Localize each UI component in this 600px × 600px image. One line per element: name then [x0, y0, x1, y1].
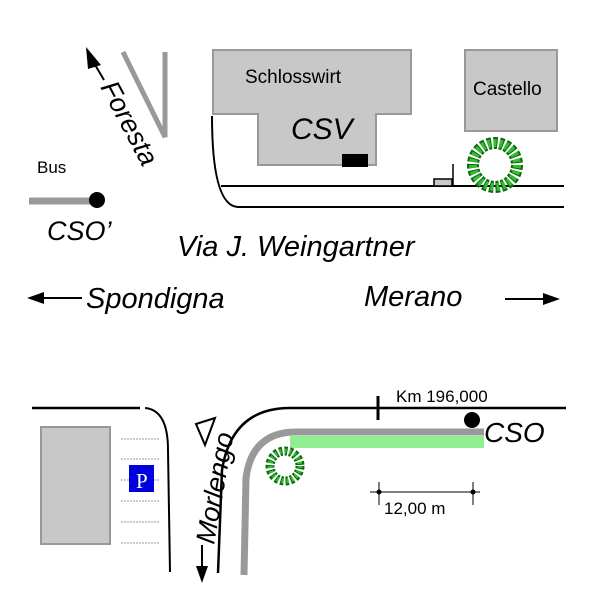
arrow-left-icon	[27, 292, 82, 304]
castello-label: Castello	[473, 79, 542, 100]
street-label: Via J. Weingartner	[177, 231, 416, 263]
morlengo-label: Morlengo	[190, 430, 239, 546]
green-strip	[290, 436, 484, 448]
distance-label: 12,00 m	[384, 499, 445, 518]
spondigna-label: Spondigna	[86, 283, 225, 315]
grey-path	[240, 428, 484, 576]
schlosswirt-label: Schlosswirt	[245, 67, 342, 88]
foresta-label: Foresta	[95, 76, 164, 171]
cso-prime-label: CSO’	[47, 216, 113, 246]
csv-marker	[342, 154, 368, 167]
bus-label: Bus	[37, 158, 66, 177]
parking-stalls	[121, 438, 160, 544]
sign-post-icon	[433, 164, 454, 187]
arrow-up-left-icon	[86, 47, 105, 81]
bottom-right-road	[216, 406, 566, 574]
castello-building	[464, 49, 558, 132]
tree-icon	[467, 137, 523, 193]
top-road-edges	[211, 115, 564, 208]
yield-triangle-icon	[194, 416, 217, 448]
csv-label: CSV	[291, 113, 356, 146]
km-label: Km 196,000	[396, 387, 488, 406]
tree-icon	[265, 446, 305, 486]
foresta-road	[120, 50, 168, 139]
cso-label: CSO	[484, 417, 545, 448]
stop-dot-icon	[464, 412, 480, 428]
schlosswirt-building	[212, 49, 412, 167]
distance-dimension	[370, 482, 480, 505]
svg-text:P: P	[136, 469, 148, 493]
building-bottom-left	[40, 426, 111, 545]
merano-label: Merano	[364, 281, 462, 313]
arrow-right-icon	[505, 293, 560, 305]
arrow-down-icon	[196, 545, 208, 583]
parking-icon: P	[129, 465, 154, 493]
bottom-left-road	[32, 406, 171, 573]
stop-dot-icon	[89, 192, 105, 208]
